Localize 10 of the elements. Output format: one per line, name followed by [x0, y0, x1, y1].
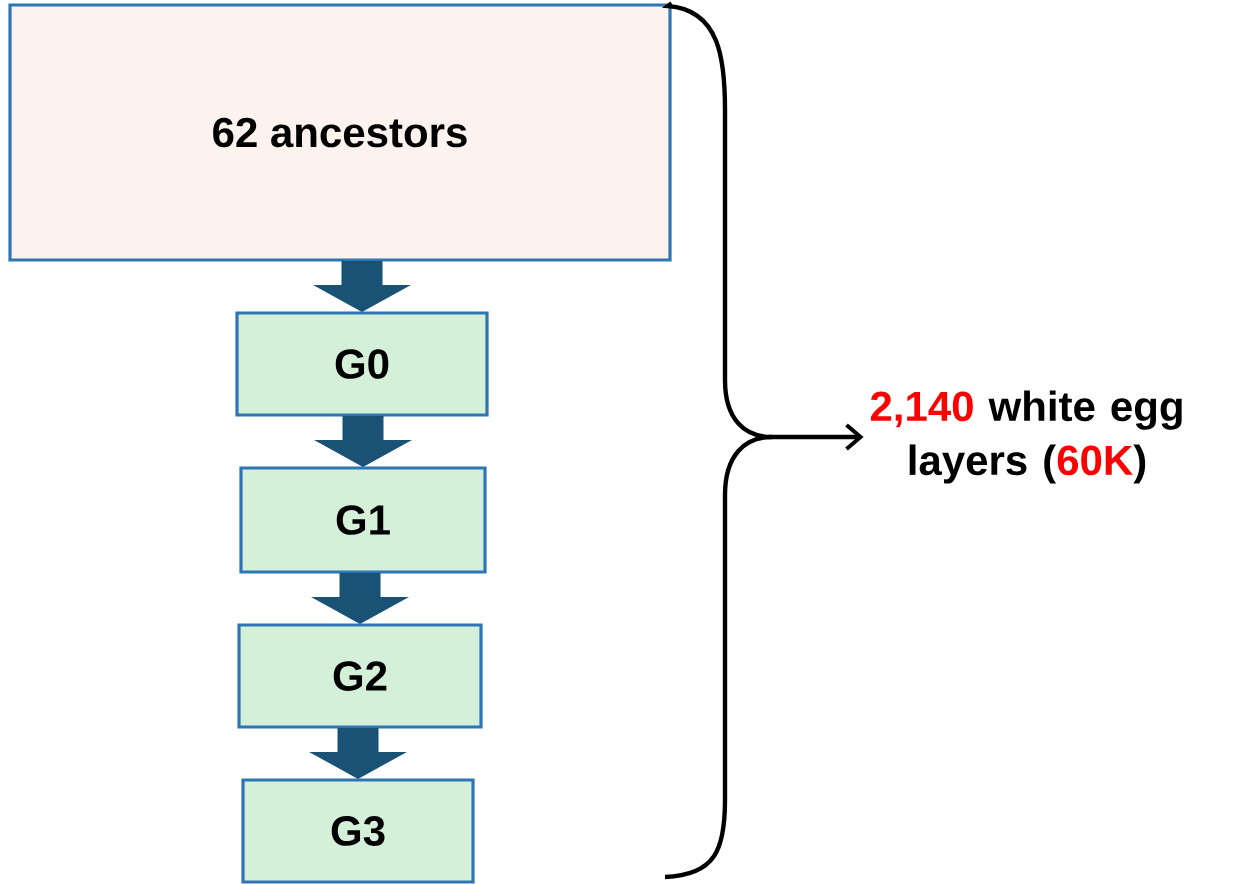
block-arrow: [314, 261, 410, 312]
process-box: G3: [241, 778, 475, 884]
block-arrow: [315, 416, 411, 467]
process-box: G0: [235, 311, 489, 417]
process-box: G2: [237, 623, 483, 729]
block-arrow: [312, 573, 408, 624]
process-box: 62 ancestors: [8, 3, 672, 262]
result-text: 2,140 white egg layers (60K): [870, 390, 1182, 484]
block-arrow: [310, 728, 406, 779]
process-box: G1: [239, 466, 487, 574]
